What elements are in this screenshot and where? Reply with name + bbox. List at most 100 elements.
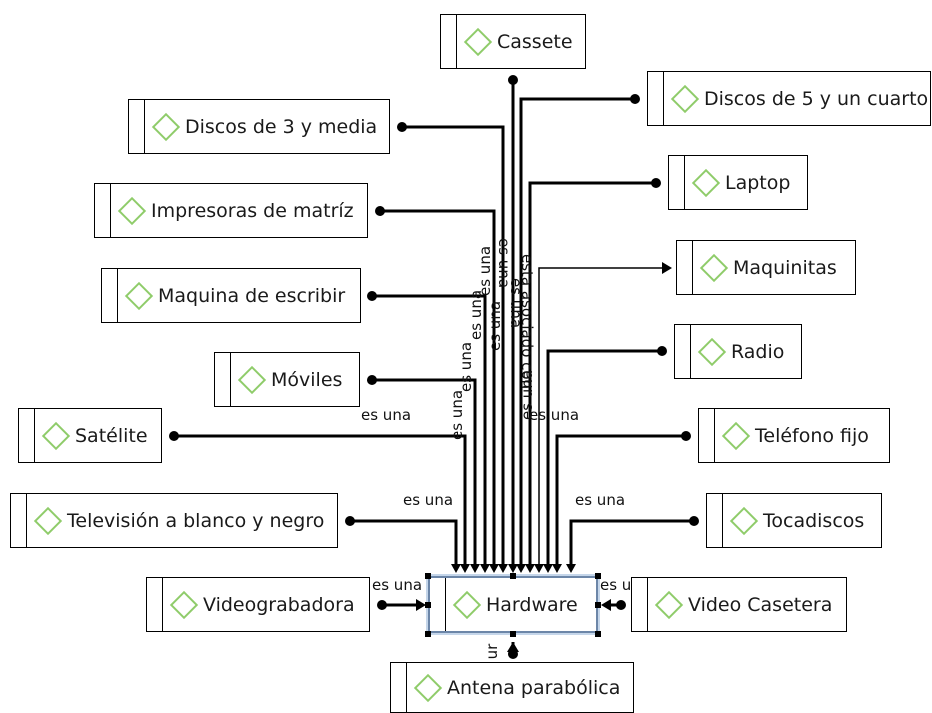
node-bar — [406, 663, 407, 712]
node-bar — [162, 578, 163, 631]
resize-handle[interactable] — [595, 602, 601, 608]
arrowhead-maquinitas — [662, 262, 672, 274]
node-bar — [445, 578, 446, 631]
connector-tocadiscos[interactable] — [569, 519, 694, 566]
node-bar — [26, 494, 27, 547]
endpoint-dot — [616, 600, 626, 610]
node-label: Impresoras de matríz — [151, 199, 354, 222]
connector-telefono[interactable] — [555, 434, 686, 566]
arrowhead — [525, 564, 535, 573]
edge-label: es una — [457, 342, 475, 392]
connector-radio[interactable] — [546, 349, 662, 566]
arrowhead — [451, 564, 461, 573]
diamond-icon — [697, 337, 727, 366]
node-maquinitas[interactable]: Maquinitas — [676, 240, 856, 295]
connector-television[interactable] — [350, 519, 458, 566]
arrowhead — [508, 564, 518, 573]
node-satelite[interactable]: Satélite — [18, 408, 162, 463]
node-label: Satélite — [75, 424, 148, 447]
endpoint-dot — [375, 206, 385, 216]
node-video-casetera[interactable]: Video Casetera — [631, 577, 847, 632]
edge-label: es una — [467, 290, 485, 340]
node-bar — [690, 325, 691, 378]
node-television[interactable]: Televisión a blanco y negro — [10, 493, 338, 548]
diamond-icon — [413, 673, 443, 702]
diamond-icon — [169, 590, 199, 619]
diamond-icon — [721, 421, 751, 450]
connector-maquina-escribir[interactable] — [372, 294, 487, 566]
resize-handle[interactable] — [595, 573, 601, 579]
node-moviles[interactable]: Móviles — [214, 352, 360, 407]
diamond-icon — [691, 168, 721, 197]
endpoint-dot — [630, 94, 640, 104]
node-label: Laptop — [725, 171, 791, 194]
arrowhead — [470, 564, 480, 573]
diamond-icon — [41, 421, 71, 450]
resize-handle[interactable] — [425, 602, 431, 608]
connector-discos-3[interactable] — [402, 125, 505, 566]
node-bar — [34, 409, 35, 462]
node-tocadiscos[interactable]: Tocadiscos — [706, 493, 882, 548]
edge-label: es una — [403, 491, 453, 509]
edge-label: es una — [495, 238, 513, 288]
endpoint-dot — [367, 291, 377, 301]
edge-label: es una — [448, 390, 466, 440]
edge-label: es una — [361, 406, 411, 424]
node-cassete[interactable]: Cassete — [440, 14, 586, 69]
resize-handle[interactable] — [510, 573, 516, 579]
node-discos-3[interactable]: Discos de 3 y media — [128, 99, 390, 154]
node-label: Cassete — [497, 30, 573, 53]
edge-label: es una — [575, 491, 625, 509]
resize-handle[interactable] — [425, 573, 431, 579]
resize-handle[interactable] — [595, 631, 601, 637]
node-laptop[interactable]: Laptop — [668, 155, 808, 210]
node-label: Móviles — [271, 368, 343, 391]
node-label: Hardware — [486, 593, 578, 616]
resize-handle[interactable] — [510, 631, 516, 637]
node-bar — [230, 353, 231, 406]
arrowhead — [460, 564, 470, 573]
node-label: Discos de 3 y media — [185, 115, 378, 138]
arrowhead — [416, 599, 426, 611]
diamond-icon — [33, 506, 63, 535]
node-impresoras[interactable]: Impresoras de matríz — [94, 183, 368, 238]
node-hardware[interactable]: Hardware — [428, 576, 598, 633]
node-label: Teléfono fijo — [755, 424, 869, 447]
endpoint-dot — [345, 516, 355, 526]
diamond-icon — [237, 365, 267, 394]
arrowhead — [543, 564, 553, 573]
edge-label: es una — [529, 406, 579, 424]
connector-laptop[interactable] — [528, 181, 656, 566]
diamond-icon — [463, 27, 493, 56]
node-bar — [692, 241, 693, 294]
connector-maquinitas[interactable] — [538, 267, 662, 566]
endpoint-dot — [367, 375, 377, 385]
arrowhead — [566, 564, 576, 573]
connector-impresoras[interactable] — [380, 209, 496, 566]
node-label: Discos de 5 y un cuarto — [704, 87, 929, 110]
diamond-icon — [654, 590, 684, 619]
connector-satelite[interactable] — [174, 434, 467, 566]
node-telefono[interactable]: Teléfono fijo — [698, 408, 890, 463]
node-discos-5[interactable]: Discos de 5 y un cuarto — [647, 71, 931, 126]
node-videograbadora[interactable]: Videograbadora — [146, 577, 370, 632]
diamond-icon — [124, 281, 154, 310]
resize-handle[interactable] — [425, 631, 431, 637]
connector-discos-5[interactable] — [519, 97, 635, 566]
node-antena[interactable]: Antena parabólica — [390, 662, 634, 713]
node-bar — [456, 15, 457, 68]
edge-label: es una — [486, 301, 504, 351]
diamond-icon — [670, 84, 700, 113]
edge-label: es una — [518, 370, 536, 420]
connector-moviles[interactable] — [372, 378, 477, 566]
node-label: Tocadiscos — [763, 509, 865, 532]
node-radio[interactable]: Radio — [674, 324, 802, 379]
arrowhead — [480, 564, 490, 573]
endpoint-dot — [681, 431, 691, 441]
edge-label: es una — [507, 278, 525, 328]
node-label: Maquina de escribir — [158, 284, 346, 307]
node-maquina-escribir[interactable]: Maquina de escribir — [101, 268, 361, 323]
arrowhead — [534, 564, 544, 573]
node-label: Radio — [731, 340, 785, 363]
